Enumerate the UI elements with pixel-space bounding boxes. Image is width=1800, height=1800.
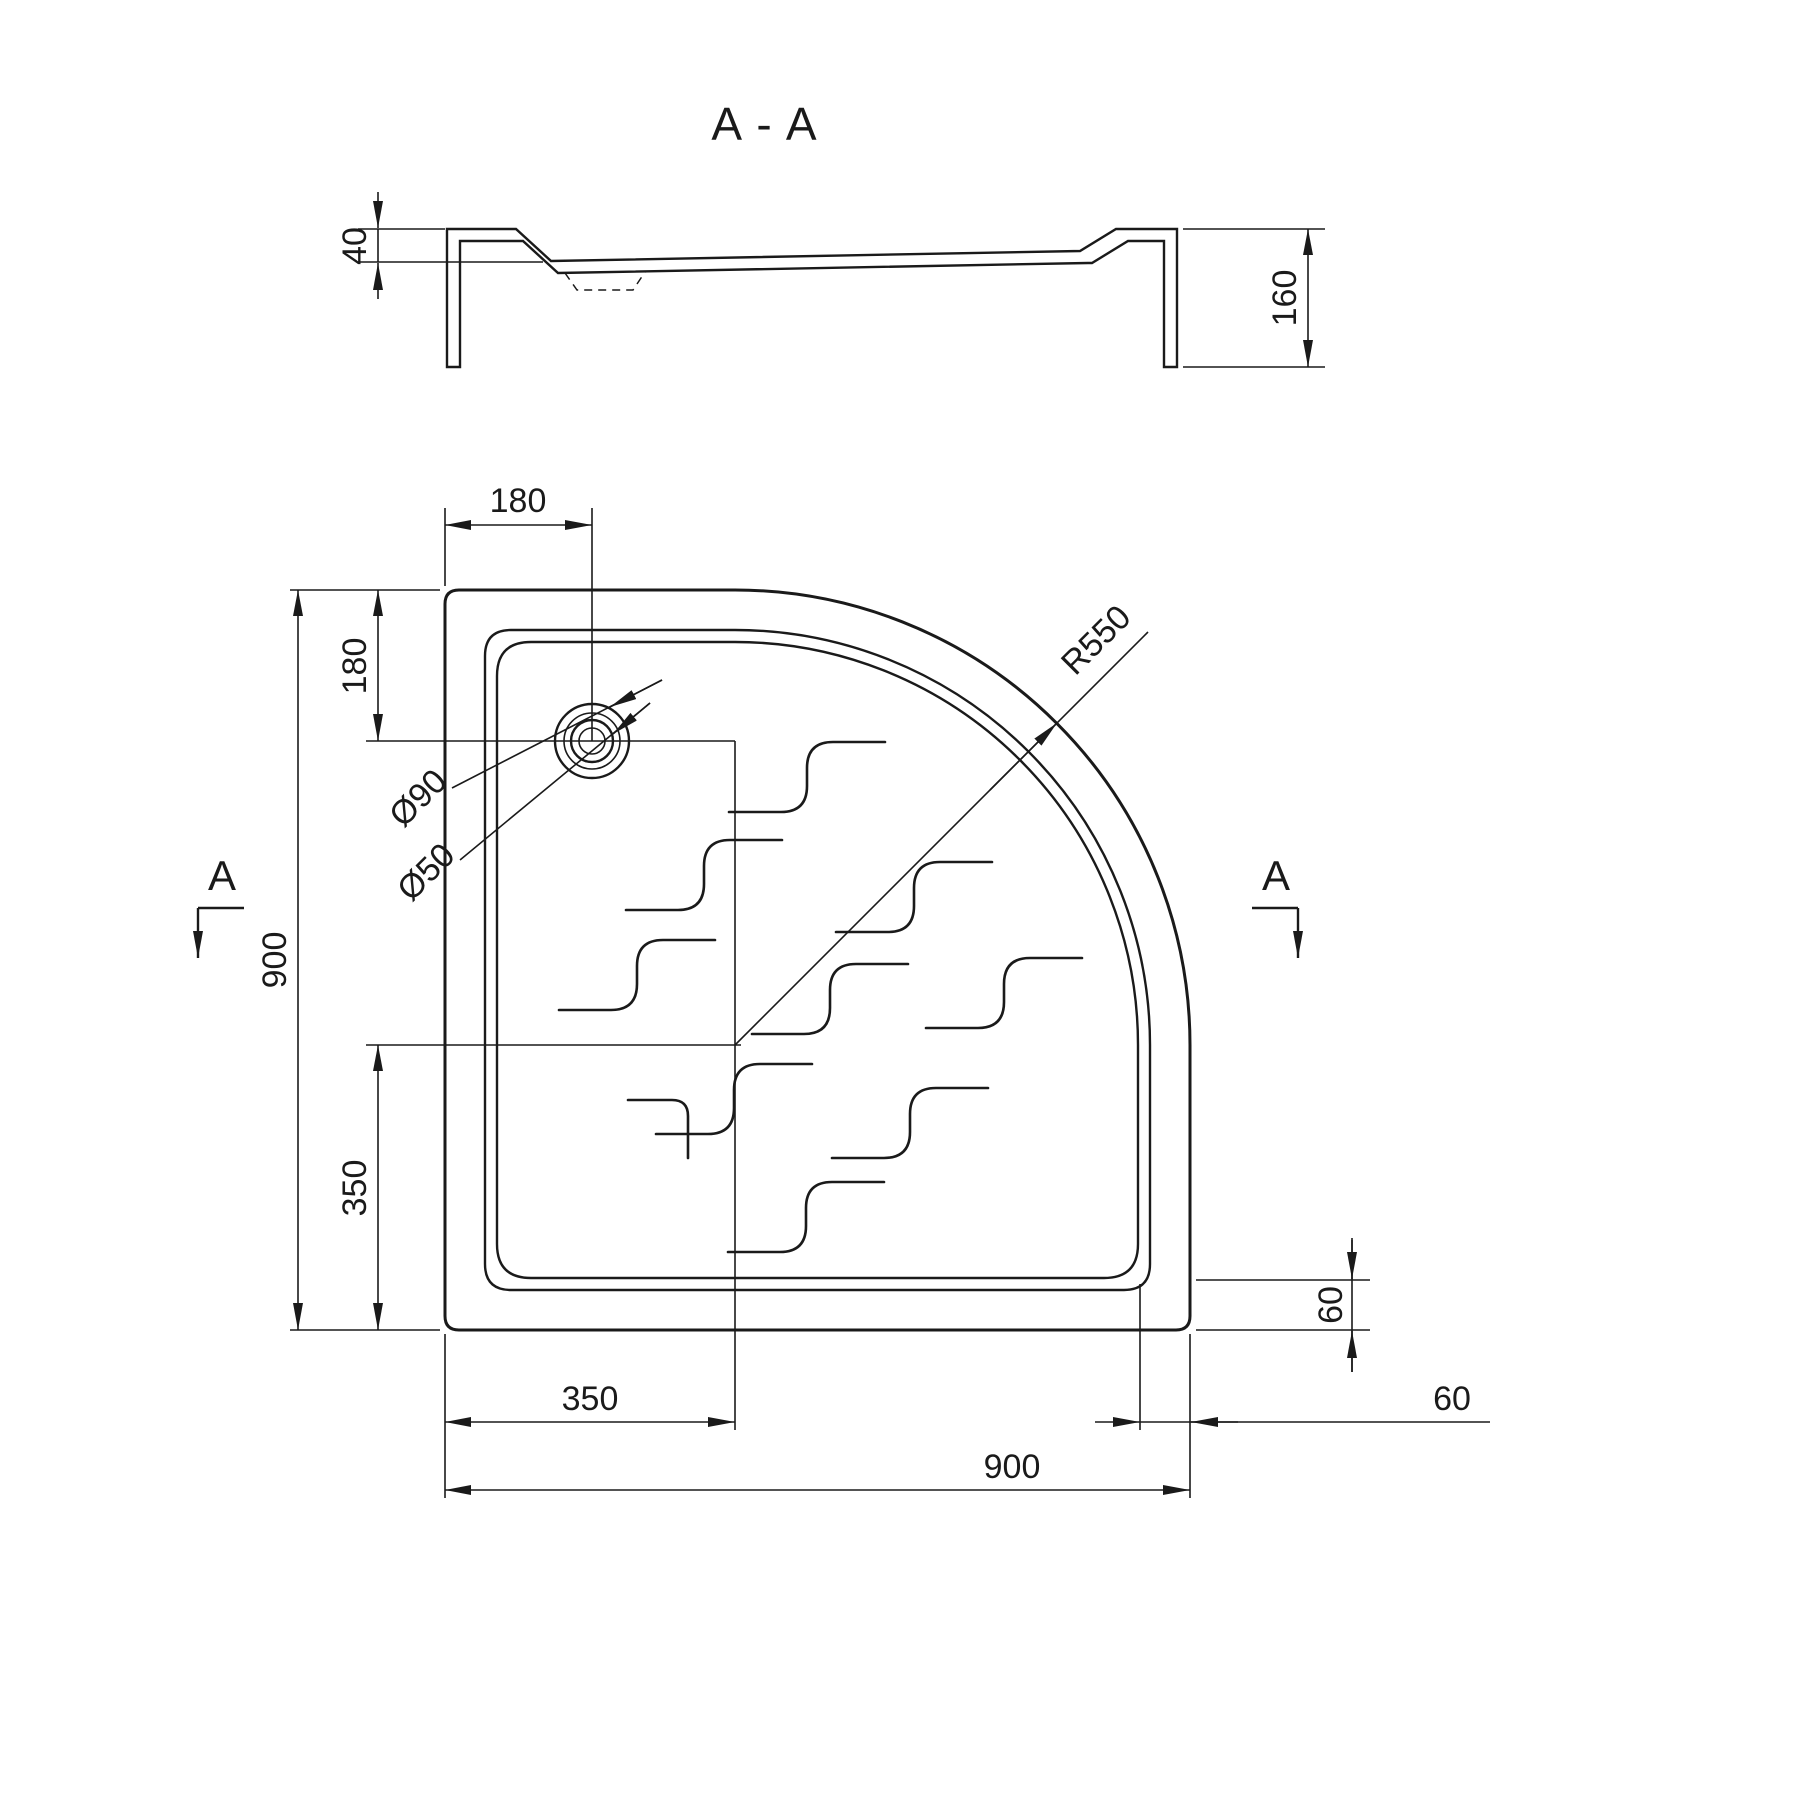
dim-label-left-350: 350 bbox=[336, 1160, 374, 1217]
dim-label-left-900: 900 bbox=[256, 932, 294, 989]
section-drain-hidden-outline bbox=[564, 271, 646, 291]
drain-leaders: Ø90 Ø50 bbox=[382, 679, 663, 908]
dim-label-left-180: 180 bbox=[336, 638, 374, 695]
drain-diameter-inner-label: Ø50 bbox=[390, 836, 462, 908]
dim-bottom-60: 60 bbox=[1095, 1380, 1490, 1427]
plan-view: Ø90 Ø50 R550 18 bbox=[193, 482, 1490, 1498]
dim-left-350: 350 bbox=[336, 1045, 383, 1330]
section-dim-height: 160 bbox=[1183, 228, 1325, 368]
dim-left-900: 900 bbox=[256, 590, 303, 1330]
section-marker-right-label: A bbox=[1262, 852, 1290, 899]
section-dim-depth: 40 bbox=[336, 192, 543, 299]
dim-right-60: 60 bbox=[1312, 1238, 1357, 1372]
dim-label-bottom-350: 350 bbox=[562, 1380, 619, 1418]
rim-inner-edge bbox=[483, 628, 1152, 1292]
dim-label-bottom-60: 60 bbox=[1433, 1380, 1471, 1418]
pattern-corner-mark bbox=[626, 1098, 690, 1160]
dim-label-right-60: 60 bbox=[1312, 1286, 1350, 1324]
dim-label-height-160: 160 bbox=[1266, 270, 1304, 327]
section-title: A - A bbox=[711, 98, 818, 150]
dim-label-top-180: 180 bbox=[490, 482, 547, 520]
dim-bottom-900: 900 bbox=[445, 1448, 1190, 1495]
dim-label-bottom-900: 900 bbox=[984, 1448, 1041, 1486]
dim-bottom-350: 350 bbox=[445, 1380, 735, 1427]
dim-top-180: 180 bbox=[445, 482, 592, 530]
anti-slip-pattern bbox=[557, 740, 1084, 1254]
dim-left-180: 180 bbox=[336, 590, 383, 741]
section-marker-left: A bbox=[193, 852, 244, 958]
section-marker-left-label: A bbox=[208, 852, 236, 899]
tray-outer-outline bbox=[443, 588, 1192, 1332]
dim-label-depth-40: 40 bbox=[336, 227, 374, 265]
section-marker-right: A bbox=[1252, 852, 1303, 958]
section-view: 40 160 bbox=[336, 192, 1325, 369]
section-shell-profile bbox=[445, 227, 1179, 369]
radius-label: R550 bbox=[1054, 598, 1138, 682]
floor-edge bbox=[495, 640, 1140, 1280]
